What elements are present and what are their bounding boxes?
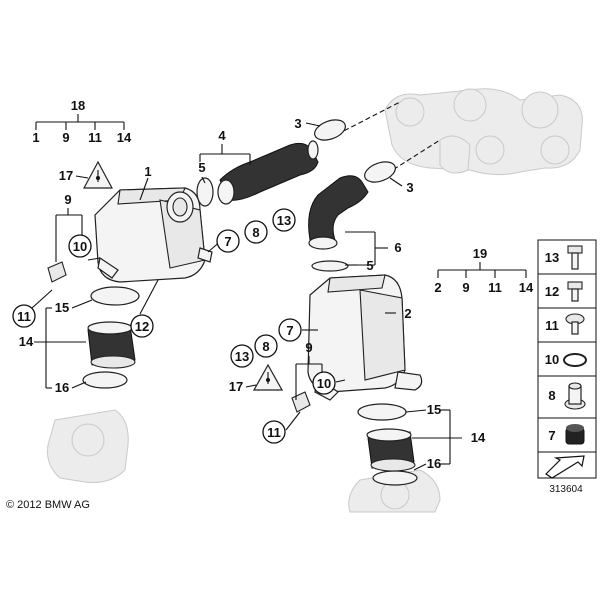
callout-14: 14 — [19, 334, 34, 349]
legend-row: 10 — [545, 352, 587, 367]
callout-3: 3 — [294, 116, 301, 131]
callout-8: 8 — [262, 339, 269, 354]
legend: 13 12 11 10 8 — [537, 239, 597, 479]
sleeve-left-14 — [87, 321, 136, 369]
callout-5: 5 — [366, 258, 373, 273]
callout-9: 9 — [305, 340, 312, 355]
copyright-text: © 2012 BMW AG — [6, 499, 90, 511]
group-19: 19 2 9 11 14 — [434, 246, 534, 295]
engine-background — [384, 88, 583, 176]
callout-13: 13 — [277, 213, 291, 228]
legend-row: 8 — [548, 382, 586, 410]
group-19-item: 11 — [488, 280, 502, 295]
callout-8: 8 — [252, 225, 259, 240]
group-18: 18 1 9 11 14 — [32, 98, 132, 145]
intercooler-left — [94, 187, 213, 283]
legend-number: 7 — [548, 428, 555, 443]
legend-number: 8 — [548, 388, 555, 403]
group-18-item: 9 — [62, 130, 69, 145]
warning-triangle-right — [252, 363, 284, 391]
callouts-circled: 10 11 12 7 8 13 7 8 13 10 11 — [12, 208, 336, 444]
group-18-head: 18 — [71, 98, 85, 113]
callout-16: 16 — [55, 380, 69, 395]
legend-row: 12 — [545, 281, 583, 302]
callouts-plain: 1 2 3 3 4 5 5 6 9 9 17 17 15 15 14 14 16… — [19, 116, 486, 471]
callout-15: 15 — [55, 300, 69, 315]
drawing-number: 313604 — [549, 484, 583, 495]
sensors — [47, 261, 311, 413]
callout-4: 4 — [218, 128, 226, 143]
callout-10: 10 — [317, 376, 331, 391]
group-18-item: 1 — [32, 130, 39, 145]
legend-row: 11 — [545, 313, 585, 335]
callout-2: 2 — [404, 306, 411, 321]
callout-16: 16 — [427, 456, 441, 471]
charge-air-hose-4 — [217, 140, 319, 205]
callout-14: 14 — [471, 430, 486, 445]
group-19-head: 19 — [473, 246, 487, 261]
callout-17: 17 — [229, 379, 243, 394]
bolt-icon — [567, 281, 583, 302]
callout-11: 11 — [17, 309, 31, 324]
callout-11: 11 — [267, 425, 281, 440]
legend-number: 11 — [545, 318, 559, 333]
callout-5: 5 — [198, 160, 205, 175]
callout-1: 1 — [144, 164, 151, 179]
sleeve-icon — [564, 382, 586, 410]
leader-lines — [31, 114, 527, 471]
group-19-item: 14 — [519, 280, 534, 295]
o-ring-icon — [563, 353, 587, 367]
legend-number: 10 — [545, 352, 559, 367]
group-19-item: 2 — [434, 280, 441, 295]
callout-9: 9 — [64, 192, 71, 207]
warning-triangle-left — [82, 160, 114, 189]
group-18-item: 14 — [117, 130, 132, 145]
arrow-icon — [545, 455, 585, 479]
callout-3: 3 — [406, 180, 413, 195]
sleeve-right-14 — [366, 428, 416, 472]
callout-10: 10 — [73, 239, 87, 254]
callout-12: 12 — [135, 319, 149, 334]
legend-row — [545, 455, 585, 479]
callout-7: 7 — [286, 323, 293, 338]
callout-7: 7 — [224, 234, 231, 249]
group-19-item: 9 — [462, 280, 469, 295]
throttle-body-left — [47, 409, 129, 483]
callout-13: 13 — [235, 349, 249, 364]
grommet-icon — [565, 424, 585, 445]
callout-17: 17 — [59, 168, 73, 183]
group-18-item: 11 — [88, 130, 102, 145]
torx-screw-icon — [565, 313, 585, 335]
callout-15: 15 — [427, 402, 441, 417]
callout-6: 6 — [394, 240, 401, 255]
charge-air-hose-6 — [308, 175, 369, 250]
long-bolt-icon — [567, 245, 583, 270]
legend-number: 12 — [545, 284, 559, 299]
clamps — [82, 119, 418, 486]
legend-number: 13 — [545, 250, 559, 265]
legend-row: 13 — [545, 245, 583, 270]
legend-row: 7 — [548, 424, 585, 445]
